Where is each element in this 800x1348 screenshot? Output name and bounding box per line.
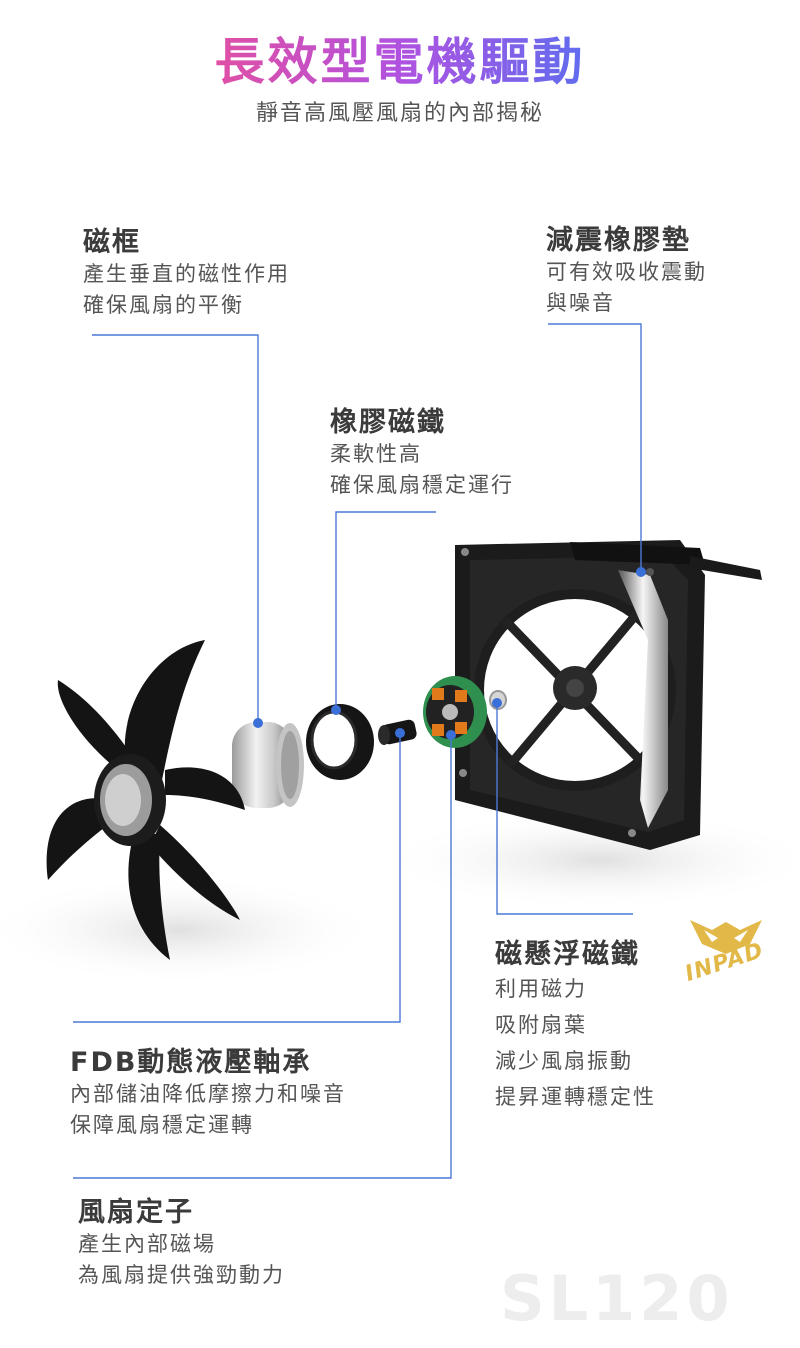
page-title: 長效型電機驅動	[0, 22, 800, 94]
callout-line-magnetic-frame	[92, 334, 259, 723]
label-line: 與噪音	[546, 291, 615, 315]
fan-frame	[455, 540, 762, 850]
label-line: 利用磁力	[495, 977, 587, 1001]
page-subtitle: 靜音高風壓風扇的內部揭秘	[255, 101, 544, 126]
label-line: 內部儲油降低摩擦力和噪音	[70, 1082, 346, 1106]
callout-line-stator	[73, 735, 452, 1179]
callout-line-levitation-magnet	[496, 703, 633, 915]
label-title: 風扇定子	[78, 1197, 194, 1228]
callout-line-fdb-bearing	[73, 733, 401, 1023]
dot-rubber-magnet	[331, 705, 341, 715]
label-line: 柔軟性高	[330, 442, 422, 466]
label-title: 橡膠磁鐵	[330, 407, 446, 438]
label-line: 提昇運轉穩定性	[495, 1085, 656, 1109]
label-rubber-magnet: 橡膠磁鐵 柔軟性高 確保風扇穩定運行	[330, 400, 514, 501]
label-line: 保障風扇穩定運轉	[70, 1113, 254, 1137]
label-line: 產生內部磁場	[78, 1232, 216, 1256]
label-line: 確保風扇穩定運行	[330, 473, 514, 497]
fan-impeller	[46, 640, 245, 960]
dot-magnetic-frame	[253, 718, 263, 728]
label-stator: 風扇定子 產生內部磁場 為風扇提供強勁動力	[78, 1190, 285, 1291]
model-watermark: SL120	[500, 1262, 734, 1335]
label-title: 減震橡膠墊	[546, 225, 691, 256]
stator	[423, 676, 487, 748]
label-line: 減少風扇振動	[495, 1049, 633, 1073]
label-magnetic-frame: 磁框 產生垂直的磁性作用 確保風扇的平衡	[83, 220, 290, 321]
label-fdb-bearing: FDB動態液壓軸承 內部儲油降低摩擦力和噪音 保障風扇穩定運轉	[70, 1040, 346, 1141]
label-line: 為風扇提供強勁動力	[78, 1263, 285, 1287]
label-damping-pad: 減震橡膠墊 可有效吸收震動 與噪音	[546, 218, 707, 319]
magnetic-frame-ring	[232, 722, 304, 808]
inpad-logo-icon	[690, 920, 762, 954]
label-line: 確保風扇的平衡	[83, 293, 244, 317]
label-title: FDB動態液壓軸承	[70, 1047, 312, 1078]
label-title: 磁框	[83, 227, 141, 258]
dot-fdb-bearing	[395, 728, 405, 738]
dot-levitation-magnet	[492, 698, 502, 708]
label-line: 產生垂直的磁性作用	[83, 262, 290, 286]
callout-lines	[73, 323, 642, 1179]
rubber-magnet-ring	[306, 704, 374, 780]
label-title: 磁懸浮磁鐵	[495, 939, 640, 970]
blade-shadow	[0, 875, 380, 985]
callout-line-rubber-magnet	[335, 511, 436, 710]
dot-stator	[446, 730, 456, 740]
label-levitation-magnet: 磁懸浮磁鐵 利用磁力 吸附扇葉 減少風扇振動 提昇運轉穩定性	[495, 932, 656, 1115]
label-line: 可有效吸收震動	[546, 260, 707, 284]
label-line: 吸附扇葉	[495, 1013, 587, 1037]
dot-damping-pad	[636, 567, 646, 577]
callout-line-damping-pad	[548, 323, 642, 572]
callout-dots	[253, 567, 646, 740]
